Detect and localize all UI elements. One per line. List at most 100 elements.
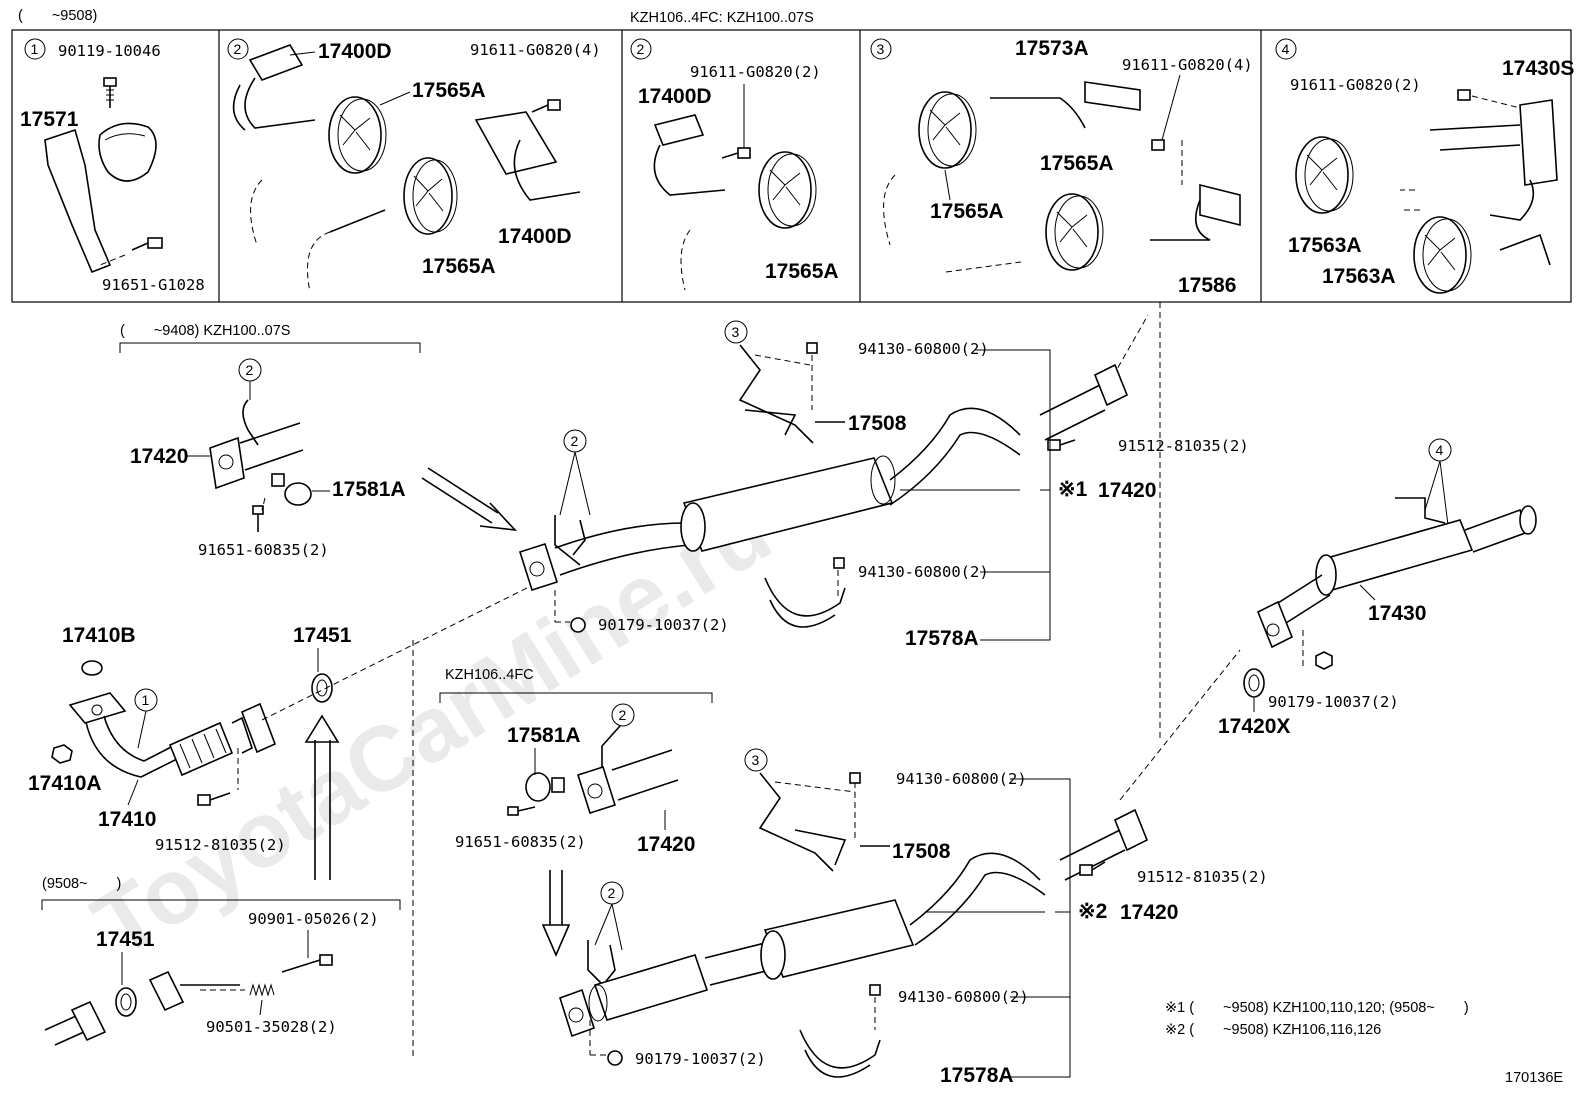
heat-shield	[799, 1029, 881, 1078]
part-label: 90901-05026(2)	[248, 910, 379, 928]
nut-icon	[849, 772, 861, 784]
part-label: 90119-10046	[58, 42, 161, 60]
header-center-note: KZH106..4FC: KZH100..07S	[630, 10, 814, 26]
catalyst-body	[168, 721, 234, 777]
callout-3: 3	[752, 752, 760, 768]
rubber-mount-icon	[918, 91, 977, 169]
assembly-arrow	[421, 467, 518, 532]
bracket-17571	[44, 128, 112, 274]
flange	[518, 542, 559, 592]
callout-2: 2	[571, 433, 579, 449]
bolt-icon	[1457, 89, 1471, 101]
ref-marker-1: ※1	[1058, 478, 1088, 501]
panel-2b: 2 91611-G0820(2) 17400D 17565A	[630, 38, 839, 291]
hanger-rod	[244, 77, 316, 129]
sensor-17581A	[525, 772, 551, 802]
part-label: 17420X	[1218, 715, 1290, 738]
clamp-shape	[98, 122, 157, 182]
part-label: 17420	[1120, 901, 1178, 924]
ref-marker-2: ※2	[1078, 900, 1107, 923]
nut-icon	[607, 1050, 623, 1066]
part-label: 17578A	[940, 1064, 1014, 1087]
bolt-icon	[281, 954, 333, 973]
callout-2: 2	[608, 885, 616, 901]
muffler-body	[1318, 519, 1474, 591]
bolt-icon	[1047, 439, 1076, 451]
footnote-2: ※2 ( ~9508) KZH106,116,126	[1165, 1022, 1381, 1038]
panel-1-number: 1	[31, 41, 39, 57]
gasket-17410B	[81, 660, 103, 676]
part-label: 91611-G0820(4)	[1122, 56, 1253, 74]
hanger-plate	[1084, 81, 1141, 111]
part-label: 17565A	[765, 260, 839, 283]
tail-pipe	[1519, 505, 1537, 535]
part-label: 17578A	[905, 627, 979, 650]
bolt-icon	[531, 99, 561, 113]
panel-3-number: 3	[877, 41, 885, 57]
part-label: 91611-G0820(2)	[1290, 76, 1421, 94]
hanger-rod	[758, 772, 834, 872]
hanger-rod	[1395, 497, 1446, 524]
flange	[1113, 808, 1149, 852]
header-left-note: ( ~9508)	[18, 8, 97, 24]
hanger-rod	[738, 344, 814, 444]
part-label: 17400D	[638, 85, 712, 108]
part-label: 17508	[892, 840, 951, 863]
part-label: 17400D	[498, 225, 572, 248]
muffler-body	[682, 457, 894, 552]
rubber-mount-icon	[328, 96, 387, 174]
part-label: 17573A	[1015, 37, 1089, 60]
kzh106-detail: 2 17581A 91651-60835(2) 17420	[455, 703, 695, 856]
group-note-kzh106: KZH106..4FC	[445, 667, 534, 683]
hanger-rod	[554, 515, 586, 566]
part-label: 17581A	[507, 724, 581, 747]
flange	[576, 765, 617, 815]
flange	[1093, 363, 1129, 407]
part-label: 91512-81035(2)	[155, 836, 286, 854]
part-label: 17563A	[1288, 234, 1362, 257]
nut-icon	[570, 617, 586, 633]
part-label: 91512-81035(2)	[1118, 437, 1249, 455]
callout-2: 2	[246, 362, 254, 378]
bolt-icon	[252, 505, 264, 532]
part-label: 17420	[1098, 479, 1156, 502]
hanger-rod	[242, 399, 259, 446]
panel-2b-number: 2	[637, 41, 645, 57]
bolt-icon	[507, 806, 536, 816]
callout-1: 1	[142, 692, 150, 708]
part-label: 17508	[848, 412, 907, 435]
part-label: 17420	[130, 445, 188, 468]
rubber-mount-icon	[1295, 136, 1354, 214]
bolt-icon	[721, 147, 751, 159]
panel-1: 1 90119-10046 17571 91651-G1028	[20, 38, 205, 294]
bolt-icon	[197, 792, 231, 806]
gasket-17451-upper: 17451	[293, 624, 352, 880]
part-label: 94130-60800(2)	[898, 988, 1029, 1006]
part-label: 91651-60835(2)	[455, 833, 586, 851]
part-label: 94130-60800(2)	[896, 770, 1027, 788]
group-note-9508: (9508~ )	[42, 876, 121, 892]
callout-2: 2	[619, 707, 627, 723]
footnote-1: ※1 ( ~9508) KZH100,110,120; (9508~ )	[1165, 1000, 1469, 1016]
panel-2a: 2 17400D 17565A 91611-G0820(4) 17565A 17…	[227, 38, 601, 293]
assembly-arrow	[541, 870, 571, 958]
group-note-9408: ( ~9408) KZH100..07S	[120, 323, 290, 339]
part-label: 17563A	[1322, 265, 1396, 288]
panel-3: 3 17573A 91611-G0820(4) 17565A 17565A 17…	[870, 37, 1253, 297]
nut-icon	[869, 984, 881, 996]
flange	[209, 436, 245, 490]
hanger-plate	[653, 114, 705, 146]
part-label: 17586	[1178, 274, 1236, 297]
hanger-plate	[474, 111, 558, 175]
flange	[70, 1000, 107, 1042]
hanger-rod	[601, 725, 621, 771]
part-label: 90179-10037(2)	[635, 1050, 766, 1068]
part-label: 91611-G0820(4)	[470, 41, 601, 59]
part-label: 91651-60835(2)	[198, 541, 329, 559]
part-label: 17400D	[318, 40, 392, 63]
part-label: 90501-35028(2)	[206, 1018, 337, 1036]
part-label: 91611-G0820(2)	[690, 63, 821, 81]
part-label: 17565A	[930, 200, 1004, 223]
part-label: 94130-60800(2)	[858, 563, 989, 581]
